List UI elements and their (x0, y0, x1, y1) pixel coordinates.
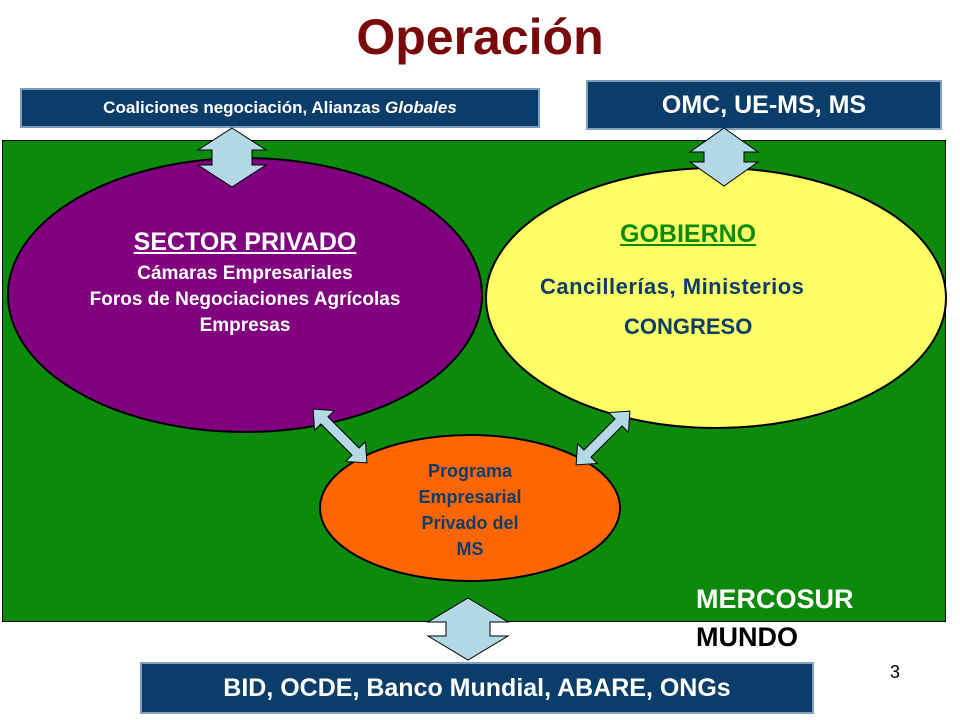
mundo-label: MUNDO (696, 622, 798, 652)
bid-text: BID, OCDE, Banco Mundial, ABARE, ONGs (223, 673, 731, 702)
gobierno-line-2: CONGRESO (624, 314, 753, 339)
programa-line-1: Programa (427, 461, 513, 481)
programa-line-2: Empresarial (418, 487, 522, 507)
sector-privado-content: SECTOR PRIVADO Cámaras Empresariales For… (10, 228, 480, 339)
coaliciones-italic-text: Globales (385, 98, 457, 117)
programa-content: Programa Empresarial Privado del MS (370, 458, 570, 562)
sector-privado-line-3: Empresas (199, 315, 291, 336)
page-title: Operación (356, 9, 604, 65)
coaliciones-text: Coaliciones negociación, Alianzas (103, 98, 386, 117)
arrow-gobierno-programa (575, 410, 631, 466)
bid-box: BID, OCDE, Banco Mundial, ABARE, ONGs (140, 662, 814, 714)
mercosur-label: MERCOSUR (696, 584, 854, 614)
sector-privado-heading: SECTOR PRIVADO (133, 228, 357, 256)
arrow-omc-gobierno (688, 127, 760, 187)
sector-privado-line-1: Cámaras Empresariales (137, 263, 353, 284)
programa-ellipse (319, 434, 621, 582)
programa-line-4: MS (456, 539, 484, 559)
omc-text: OMC, UE-MS, MS (661, 90, 867, 119)
sector-privado-line-2: Foros de Negociaciones Agrícolas (89, 289, 401, 310)
arrow-sector-programa (312, 408, 368, 464)
arrow-coaliciones-sector (196, 127, 268, 188)
page-number: 3 (890, 662, 901, 682)
coaliciones-box: Coaliciones negociación, Alianzas Global… (20, 88, 540, 128)
gobierno-heading: GOBIERNO (620, 220, 757, 248)
omc-box: OMC, UE-MS, MS (586, 80, 942, 130)
gobierno-line-1: Cancillerías, Ministerios (540, 274, 805, 299)
programa-line-3: Privado del (421, 513, 519, 533)
arrow-programa-bid (426, 597, 510, 661)
